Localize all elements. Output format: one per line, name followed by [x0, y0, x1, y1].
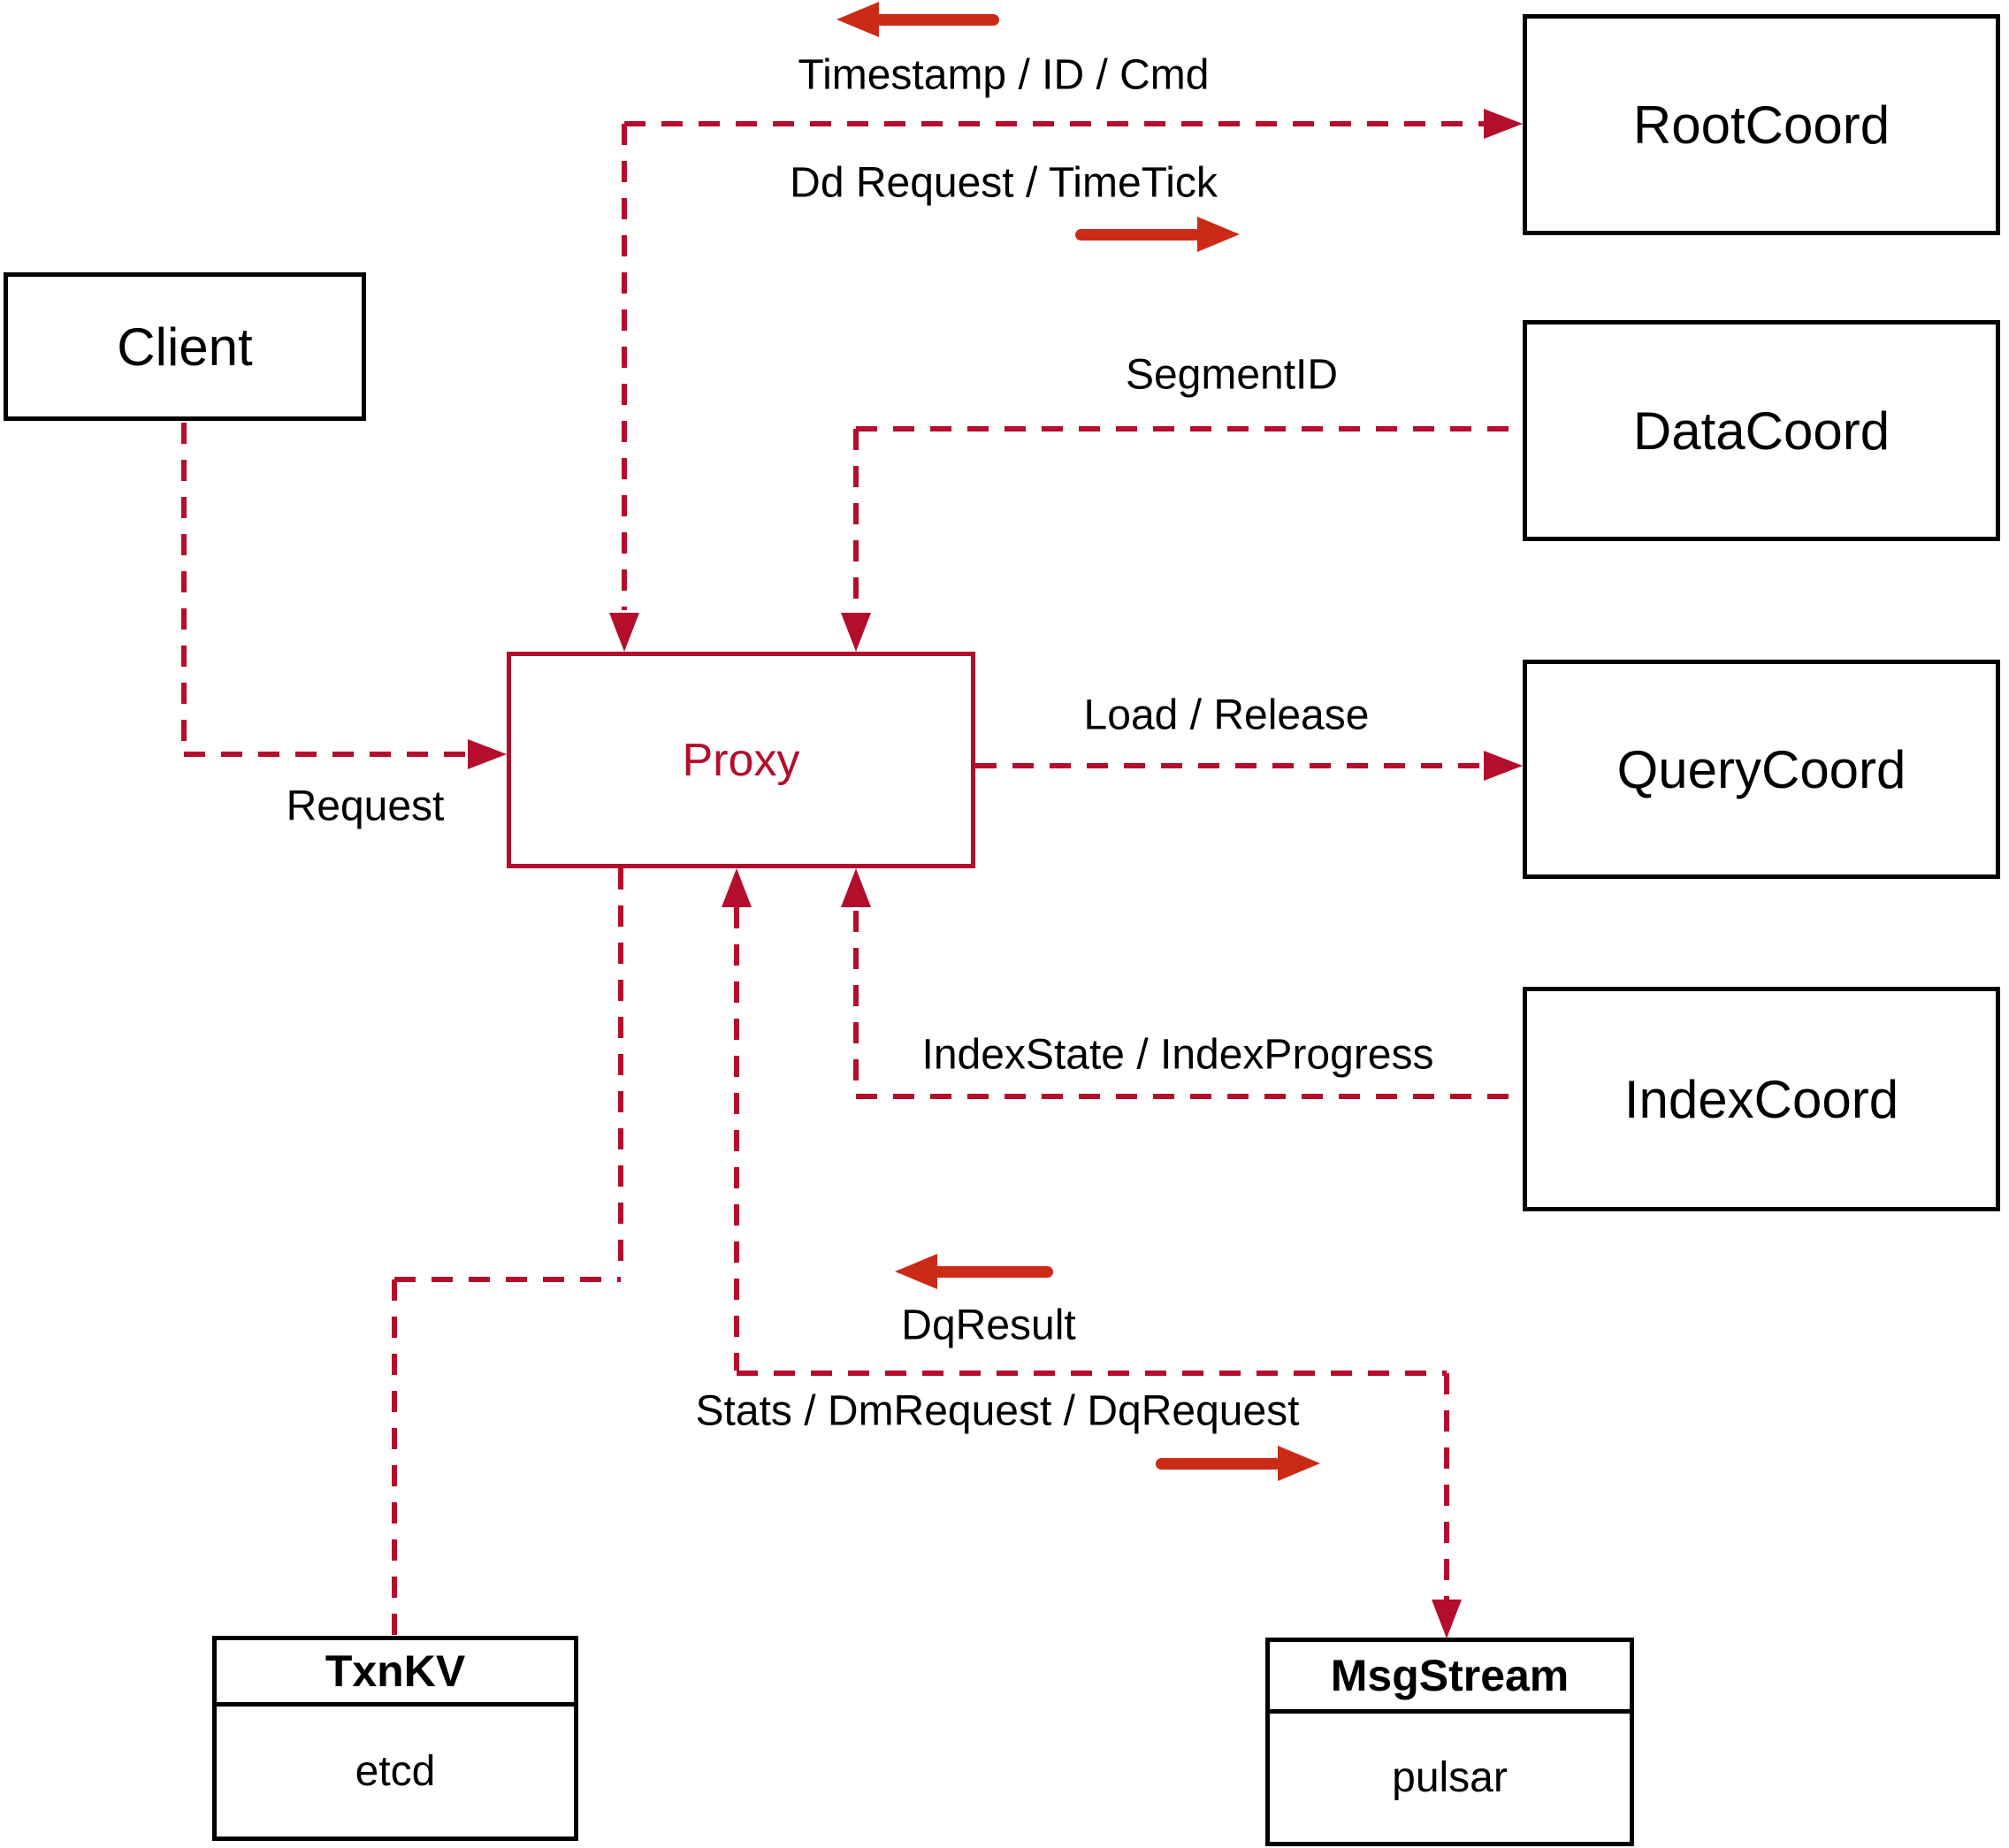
edge-label-request: Request: [286, 783, 445, 830]
node-proxy-label: Proxy: [682, 734, 800, 786]
edge-label-timestamp-id-cmd: Timestamp / ID / Cmd: [798, 51, 1210, 99]
edge-client-proxy-vline: [181, 423, 187, 752]
edge-label-indexstate-indexprogress: IndexState / IndexProgress: [921, 1031, 1434, 1079]
arrow-left-head-icon: [836, 2, 879, 37]
arrow-right-head-icon: [1197, 217, 1240, 252]
edge-indexcoord-proxy-hline: [856, 1094, 1523, 1099]
arrowhead-into-proxy-top-left-icon: [609, 613, 639, 652]
edge-proxy-txnkv-vline-upper: [618, 868, 623, 1277]
edge-datacoord-proxy-vline: [853, 429, 859, 610]
edge-proxy-rootcoord-hline: [624, 121, 1484, 126]
edge-datacoord-proxy-hline: [856, 426, 1523, 431]
node-querycoord-label: QueryCoord: [1616, 739, 1906, 799]
node-rootcoord-label: RootCoord: [1632, 95, 1891, 155]
arrow-right-shaft: [1075, 229, 1201, 241]
arrowhead-into-querycoord-icon: [1484, 751, 1523, 781]
node-txnkv: TxnKV etcd: [212, 1636, 578, 1841]
edge-client-proxy-hline: [184, 752, 468, 757]
arrow-left-shaft: [932, 1266, 1053, 1278]
node-client: Client: [4, 272, 366, 421]
node-querycoord: QueryCoord: [1523, 660, 2000, 879]
node-proxy: Proxy: [507, 652, 975, 868]
edge-label-dqresult: DqResult: [901, 1302, 1076, 1349]
node-txnkv-title: TxnKV: [217, 1640, 574, 1707]
node-msgstream: MsgStream pulsar: [1265, 1638, 1634, 1846]
node-msgstream-title: MsgStream: [1270, 1642, 1630, 1714]
edge-proxy-txnkv-vline-lower: [392, 1279, 397, 1636]
arrowhead-into-msgstream-icon: [1432, 1600, 1462, 1638]
node-rootcoord: RootCoord: [1523, 14, 2000, 235]
edge-proxy-txnkv-hline: [394, 1277, 621, 1282]
edge-label-load-release: Load / Release: [1083, 691, 1370, 739]
node-client-label: Client: [117, 317, 253, 377]
node-indexcoord: IndexCoord: [1523, 987, 2000, 1211]
arrowhead-into-proxy-top-right-icon: [841, 613, 871, 652]
edge-proxy-msgstream-vline-upper: [734, 907, 739, 1371]
node-indexcoord-label: IndexCoord: [1623, 1069, 1899, 1129]
node-datacoord-label: DataCoord: [1632, 401, 1891, 461]
edge-proxy-msgstream-hline: [737, 1371, 1447, 1376]
edge-indexcoord-proxy-vline: [853, 911, 859, 1096]
edge-label-stats-dmrequest-dqrequest: Stats / DmRequest / DqRequest: [695, 1387, 1300, 1435]
arrow-left-shaft: [874, 14, 999, 26]
arrow-right-head-icon: [1278, 1446, 1320, 1481]
node-txnkv-subtitle: etcd: [355, 1748, 436, 1795]
arrowhead-into-proxy-left-icon: [468, 739, 507, 769]
edge-proxy-querycoord-hline: [975, 763, 1484, 768]
arrow-left-head-icon: [895, 1254, 937, 1289]
edge-proxy-rootcoord-vline: [622, 124, 627, 610]
arrowhead-into-rootcoord-icon: [1484, 109, 1523, 139]
arrowhead-into-proxy-bottom-right-icon: [841, 868, 871, 907]
edge-label-dd-request-timetick: Dd Request / TimeTick: [790, 159, 1218, 207]
node-msgstream-subtitle: pulsar: [1392, 1754, 1508, 1801]
edge-label-segment-id: SegmentID: [1125, 351, 1339, 399]
arrowhead-into-proxy-bottom-left-icon: [722, 868, 752, 907]
edge-proxy-msgstream-vline-lower: [1444, 1373, 1449, 1600]
node-datacoord: DataCoord: [1523, 320, 2000, 541]
arrow-right-shaft: [1156, 1458, 1281, 1470]
